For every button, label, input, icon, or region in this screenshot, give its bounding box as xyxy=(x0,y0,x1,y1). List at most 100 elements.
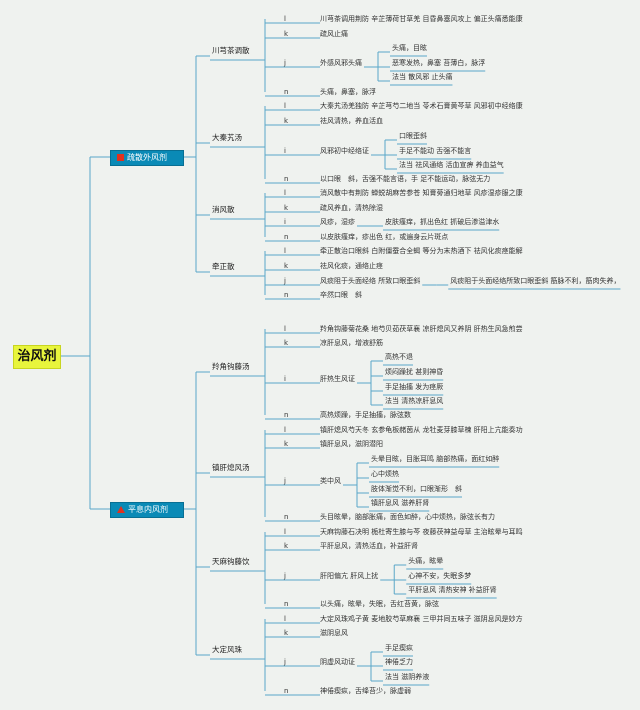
node-text: 风邪初中经络证 xyxy=(320,146,369,155)
node-key: n xyxy=(284,87,289,96)
node-key: l xyxy=(284,324,286,333)
node-text: 外感风邪头痛 xyxy=(320,58,362,67)
node-text: 镇肝息风，滋阴潜阳 xyxy=(320,439,383,448)
node-detail: 高热不退 xyxy=(385,352,413,361)
node-key: k xyxy=(284,261,289,270)
node-key: l xyxy=(284,614,286,623)
node-detail: 风痰阻于头面经络所致口眼歪斜 筋脉不利，筋肉失养， xyxy=(450,276,621,285)
node-key: n xyxy=(284,686,289,695)
node-detail: 法当 滋阴养液 xyxy=(385,672,430,681)
formula-name: 大秦艽汤 xyxy=(212,132,242,142)
formula-name: 天麻钩藤饮 xyxy=(212,556,250,566)
node-detail: 法当 散风邪 止头痛 xyxy=(392,72,453,81)
formula-name: 镇肝熄风汤 xyxy=(212,462,250,472)
node-detail: 头痛，眩晕 xyxy=(408,556,444,565)
node-text: 类中风 xyxy=(320,476,341,485)
root-node[interactable]: 治风剂 xyxy=(13,345,61,369)
node-key: k xyxy=(284,541,289,550)
branch-label: 疏散外风剂 xyxy=(127,153,167,162)
node-text: 阴虚风动证 xyxy=(320,657,355,666)
branch-calm-internal-wind[interactable]: 平息内风剂 xyxy=(110,502,184,518)
node-key: j xyxy=(284,657,286,666)
formula-name: 大定风珠 xyxy=(212,644,242,654)
node-key: l xyxy=(284,425,286,434)
node-text: 肝热生风证 xyxy=(320,374,355,383)
node-key: l xyxy=(284,188,286,197)
node-text: 消风散中有荆防 蝉蜕胡麻苦参苍 知膏蒡通归地草 风疹湿疹服之康 xyxy=(320,188,523,197)
node-key: k xyxy=(284,29,289,38)
node-key: j xyxy=(284,276,286,285)
node-key: i xyxy=(284,146,286,155)
formula-name: 消风散 xyxy=(212,204,235,214)
node-key: j xyxy=(284,58,286,67)
node-key: i xyxy=(284,374,286,383)
node-text: 镇肝熄风芍天冬 玄参龟板赭茵从 龙牡麦芽膝草楝 肝阳上亢能奏功 xyxy=(320,425,523,434)
node-detail: 皮肤瘙痒，抓出色红 抓破后渗溢津水 xyxy=(385,217,500,226)
node-text: 天麻钩藤石决明 栀杜寄生膝与芩 夜藤茯神益母草 主治眩晕与耳鸣 xyxy=(320,527,523,536)
node-key: l xyxy=(284,101,286,110)
node-text: 高热烦躁，手足抽搐，脉弦数 xyxy=(320,410,411,419)
node-detail: 法当 祛风通络 活血宣痹 养血益气 xyxy=(399,160,504,169)
node-key: n xyxy=(284,232,289,241)
node-detail: 手足抽搐 发为痉厥 xyxy=(385,382,444,391)
warning-triangle-icon xyxy=(117,506,125,513)
node-key: j xyxy=(284,571,286,580)
red-square-icon xyxy=(117,154,124,161)
node-detail: 心神不安，失眠多梦 xyxy=(408,571,472,580)
node-text: 大定风珠鸡子黄 麦地胶芍草麻襄 三甲并同五味子 滋阴息风是妙方 xyxy=(320,614,523,623)
node-text: 祛风清热，养血活血 xyxy=(320,116,383,125)
formula-name: 川芎茶调散 xyxy=(212,45,250,55)
node-detail: 镇肝息风 滋养肝肾 xyxy=(371,498,430,507)
node-text: 头目眩晕，脑部胀痛，面色如醉，心中烦热，脉弦长有力 xyxy=(320,512,495,521)
node-key: l xyxy=(284,527,286,536)
node-key: k xyxy=(284,203,289,212)
node-text: 滋阴息风 xyxy=(320,628,348,637)
node-text: 凉肝息风，增液舒筋 xyxy=(320,338,383,347)
node-key: l xyxy=(284,14,286,23)
branch-label: 平息内风剂 xyxy=(128,505,168,514)
node-text: 疏风养血，清热除湿 xyxy=(320,203,383,212)
node-text: 以口眼 斜，舌强不能言语，手 足不能运动，脉弦无力 xyxy=(320,174,491,183)
node-detail: 神倦乏力 xyxy=(385,657,413,666)
node-text: 平肝息风，清热活血，补益肝肾 xyxy=(320,541,418,550)
node-key: n xyxy=(284,599,289,608)
node-detail: 恶寒发热，鼻塞 苔薄白，脉浮 xyxy=(392,58,486,67)
node-key: n xyxy=(284,410,289,419)
node-key: l xyxy=(284,246,286,255)
node-detail: 手足瘈疭 xyxy=(385,643,413,652)
node-text: 肝阳偏亢 肝风上扰 xyxy=(320,571,379,580)
node-text: 川芎茶调用荆防 辛芷薄荷甘草羌 目昏鼻塞风攻上 偏正头痛悉能康 xyxy=(320,14,523,23)
node-text: 神倦瘈疭，舌绛苔少，脉虚弱 xyxy=(320,686,411,695)
node-text: 祛风化痰，通络止痉 xyxy=(320,261,383,270)
node-key: k xyxy=(284,628,289,637)
node-text: 羚角钩藤菊花桑 地芍贝茹茯草襄 凉肝熄风又养阴 肝热生风急煎尝 xyxy=(320,324,523,333)
node-key: k xyxy=(284,116,289,125)
node-text: 牵正散治口眼斜 白附僵蚕合全蝎 等分为末热酒下 祛风化痰痉能解 xyxy=(320,246,523,255)
node-text: 风痰阻于头面经络 所致口眼歪斜 xyxy=(320,276,421,285)
node-key: k xyxy=(284,338,289,347)
node-detail: 肢体渐觉不利，口眼渐形 斜 xyxy=(371,484,462,493)
node-text: 以头痛，眩晕，失眠，舌红苔黄，脉弦 xyxy=(320,599,439,608)
node-key: j xyxy=(284,476,286,485)
node-key: n xyxy=(284,290,289,299)
node-detail: 头痛，目眩 xyxy=(392,43,427,52)
node-text: 大秦艽汤羌独防 辛芷芎芍二地当 苓术石膏黄芩草 风邪初中经络康 xyxy=(320,101,523,110)
node-text: 头痛，鼻塞，脉浮 xyxy=(320,87,376,96)
node-text: 疏风止痛 xyxy=(320,29,348,38)
formula-name: 牵正散 xyxy=(212,261,235,271)
node-key: i xyxy=(284,217,286,226)
node-detail: 头晕目眩，目胀耳鸣 脑部热痛，面红如醉 xyxy=(371,454,500,463)
node-key: k xyxy=(284,439,289,448)
node-detail: 心中烦热 xyxy=(371,469,399,478)
node-detail: 平肝息风 清热安神 补益肝肾 xyxy=(408,585,497,594)
node-detail: 手足不能动 舌强不能言 xyxy=(399,146,472,155)
formula-name: 羚角钩藤汤 xyxy=(212,361,250,371)
node-detail: 烦闷躁扰 甚则神昏 xyxy=(385,367,444,376)
node-key: n xyxy=(284,512,289,521)
node-detail: 口眼歪斜 xyxy=(399,131,427,140)
branch-disperse-external-wind[interactable]: 疏散外风剂 xyxy=(110,150,184,166)
node-text: 以皮肤瘙痒，疹出色 红，或遍身云片斑点 xyxy=(320,232,449,241)
node-text: 风疹，湿疹 xyxy=(320,217,355,226)
node-text: 卒然口眼 斜 xyxy=(320,290,362,299)
